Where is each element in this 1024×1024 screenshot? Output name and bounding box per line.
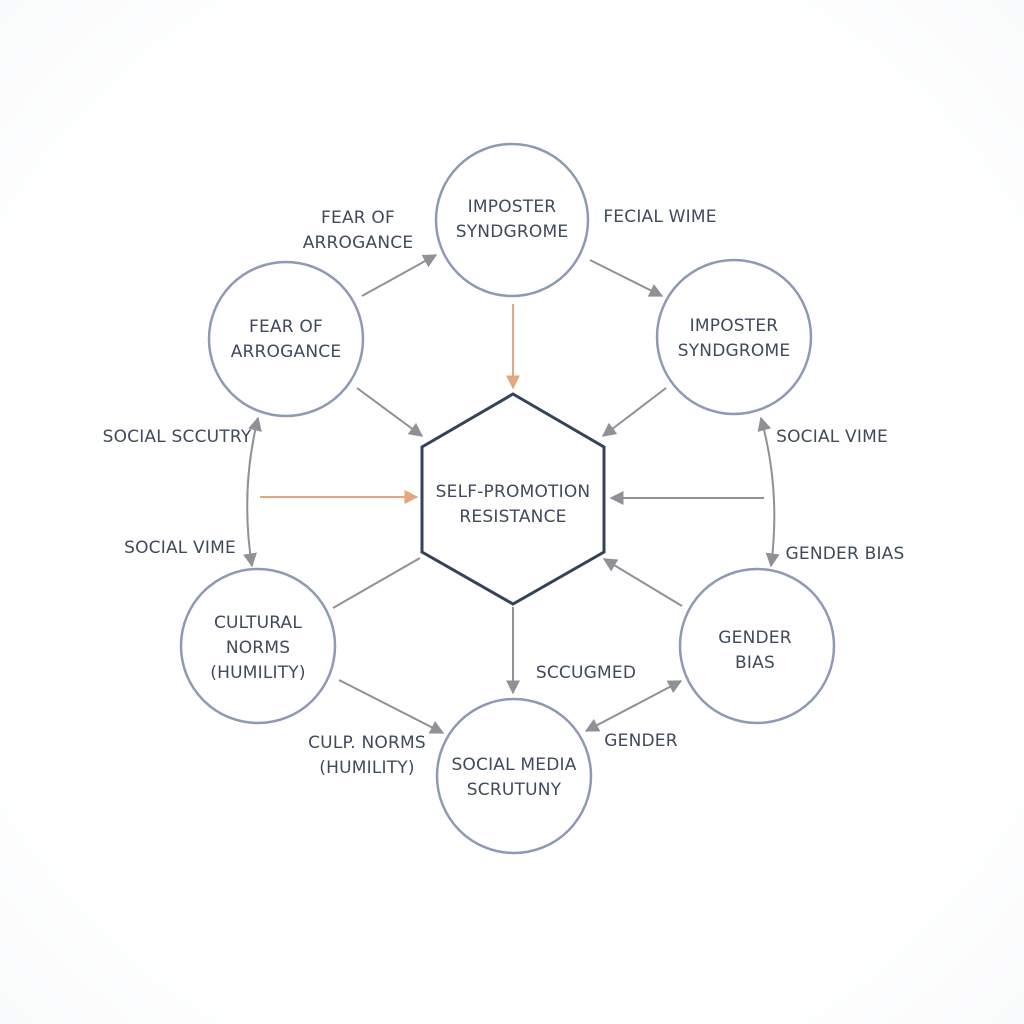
node-fear-line-2: ARROGANCE [231, 342, 342, 362]
edge-imposter-right-to-center [601, 387, 667, 437]
edge-fear-cultural [243, 416, 262, 568]
edge-label-culp-norms-line-2: (HUMILITY) [319, 758, 414, 778]
edge-fear-to-imposter-top [361, 254, 438, 297]
node-cultural-line-3: (HUMILITY) [210, 663, 305, 683]
edge-label-culp-norms-line-1: CULP. NORMS [308, 733, 426, 753]
edge-label-social-vime-left: SOCIAL VIME [124, 538, 236, 558]
node-imposter-top-circle [434, 142, 590, 298]
edge-label-fear-of-arrogance-line-2: ARROGANCE [303, 233, 414, 253]
node-social-media-line-2: SCRUTUNY [467, 780, 562, 800]
edge-label-social-vime-right: SOCIAL VIME [776, 427, 888, 447]
node-social-media: SOCIAL MEDIA SCRUTUNY [435, 697, 593, 855]
node-imposter-right-line-2: SYNDGROME [678, 341, 791, 361]
center-hexagon [420, 392, 606, 606]
edge-label-gender-bias: GENDER BIAS [786, 544, 905, 564]
node-cultural-circle [179, 567, 337, 725]
node-gender-circle [678, 567, 836, 725]
edge-gender-to-center [602, 558, 683, 607]
node-cultural-line-1: CULTURAL [214, 613, 302, 633]
node-imposter-top-line-2: SYNDGROME [456, 222, 569, 242]
edge-labels: FEAR OF ARROGANCE FECIAL WIME SOCIAL SCC… [103, 207, 905, 778]
node-gender: GENDER BIAS [678, 567, 836, 725]
edge-cultural-to-social-media [338, 679, 445, 734]
edge-label-social-scutry: SOCIAL SCCUTRY [103, 427, 252, 447]
node-imposter-top: IMPOSTER SYNDGROME [434, 142, 590, 298]
edge-fear-to-center [356, 387, 424, 437]
edge-social-media-gender [584, 680, 683, 732]
edge-label-scugmed: SCCUGMED [536, 663, 636, 683]
node-imposter-right: IMPOSTER SYNDGROME [655, 258, 813, 416]
center-label-line-1: SELF-PROMOTION [436, 482, 591, 502]
node-imposter-right-line-1: IMPOSTER [690, 316, 779, 336]
node-fear-line-1: FEAR OF [249, 317, 323, 337]
node-cultural: CULTURAL NORMS (HUMILITY) [179, 567, 337, 725]
node-social-media-circle [435, 697, 593, 855]
edge-imposter-top-to-imposter-right [589, 259, 664, 297]
node-imposter-right-circle [655, 258, 813, 416]
node-fear-circle [207, 260, 365, 418]
edge-label-fecial-wime: FECIAL WIME [603, 207, 716, 227]
node-cultural-line-2: NORMS [226, 638, 290, 658]
node-gender-line-1: GENDER [718, 628, 791, 648]
edge-label-gender: GENDER [604, 731, 677, 751]
edge-center-to-cultural [332, 557, 421, 609]
node-fear: FEAR OF ARROGANCE [207, 260, 365, 418]
edge-label-fear-of-arrogance-line-1: FEAR OF [321, 208, 395, 228]
edge-imposter-right-gender [757, 416, 780, 568]
node-social-media-line-1: SOCIAL MEDIA [451, 755, 576, 775]
node-gender-line-2: BIAS [735, 653, 775, 673]
edges [243, 254, 780, 734]
center-node: SELF-PROMOTION RESISTANCE [420, 392, 606, 606]
node-imposter-top-line-1: IMPOSTER [468, 197, 557, 217]
center-label-line-2: RESISTANCE [459, 507, 566, 527]
